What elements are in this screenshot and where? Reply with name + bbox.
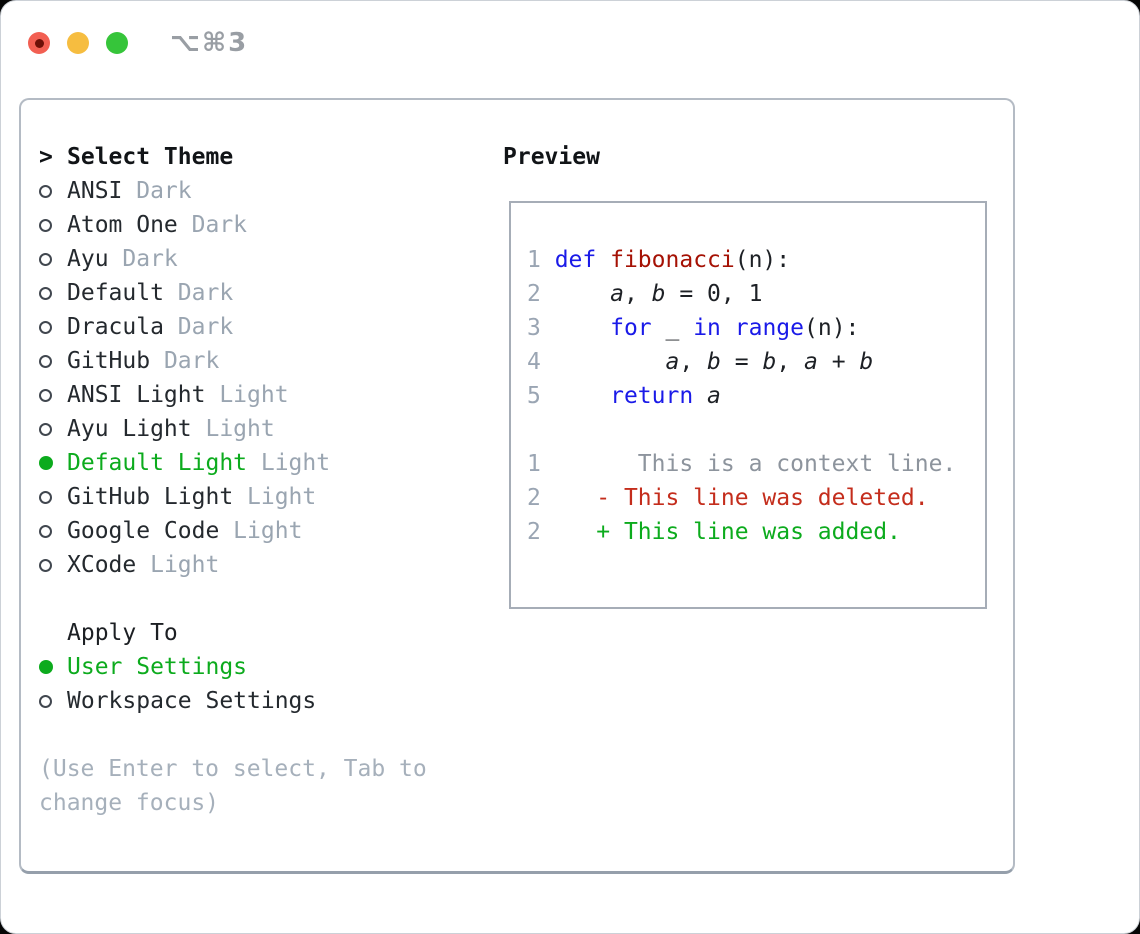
cursor-icon: > [39,144,53,170]
preview-title: Preview [503,144,600,170]
option-label: XCode [67,552,137,578]
apply-to-header: Apply To [39,616,501,650]
theme-option[interactable]: GitHub Light Light [39,480,501,514]
traffic-lights [28,32,128,54]
option-label: Atom One [67,212,178,238]
option-label: GitHub [67,348,151,374]
option-label: Ayu Light [67,416,192,442]
code-line: 3 for _ in range(n): [527,315,860,341]
theme-variant-label: Light [191,416,275,442]
theme-variant-label: Light [136,552,220,578]
code-line: 4 a, b = b, a + b [527,349,874,375]
radio-icon [39,490,52,504]
theme-option[interactable]: Atom One Dark [39,208,501,242]
minimize-button-icon[interactable] [67,32,89,54]
code-line [527,413,985,447]
option-label: Ayu [67,246,109,272]
theme-option[interactable]: XCode Light [39,548,501,582]
option-label: Default [67,280,164,306]
theme-option[interactable]: Default Light Light [39,446,501,480]
radio-icon [39,252,52,266]
theme-select-header-label: Select Theme [67,144,234,170]
close-button-icon[interactable] [28,32,50,54]
apply-to-option[interactable]: Workspace Settings [39,684,501,718]
radio-icon [39,524,52,538]
apply-to-option[interactable]: User Settings [39,650,501,684]
radio-selected-icon [39,660,53,674]
theme-variant-label: Dark [150,348,220,374]
theme-variant-label: Dark [163,280,234,306]
theme-option[interactable]: Google Code Light [39,514,501,548]
theme-option[interactable]: ANSI Dark [39,174,501,208]
preview-box: 1 def fibonacci(n): 2 a, b = 0, 1 3 for _ … [509,201,987,609]
close-dot-icon [34,38,44,48]
theme-variant-label: Dark [108,246,178,272]
apply-to-header-label: Apply To [67,620,178,646]
code-line: 2 + This line was added. [527,519,901,545]
radio-icon [39,558,52,572]
code-line: 2 a, b = 0, 1 [527,281,763,307]
radio-icon [39,320,52,334]
theme-select-header: > Select Theme [39,140,501,174]
option-label: GitHub Light [67,484,234,510]
theme-variant-label: Light [205,382,289,408]
theme-variant-label: Light [247,450,331,476]
code-line: 1 def fibonacci(n): [527,247,791,273]
code-line: 1 This is a context line. [527,451,957,477]
theme-option[interactable]: Dracula Dark [39,310,501,344]
theme-variant-label: Light [233,484,317,510]
option-label: Default Light [67,450,248,476]
radio-selected-icon [39,456,53,470]
theme-variant-label: Light [219,518,303,544]
option-label: Google Code [67,518,220,544]
theme-option[interactable]: Ayu Light Light [39,412,501,446]
radio-icon [39,354,52,368]
theme-option[interactable]: GitHub Dark [39,344,501,378]
option-label: ANSI [67,178,123,204]
theme-variant-label: Dark [122,178,192,204]
theme-option[interactable]: Default Dark [39,276,501,310]
theme-option[interactable]: Ayu Dark [39,242,501,276]
radio-icon [39,218,52,232]
radio-icon [39,184,52,198]
option-label: User Settings [67,654,248,680]
keyboard-hint: (Use Enter to select, Tab to change focu… [39,756,427,816]
theme-option[interactable]: ANSI Light Light [39,378,501,412]
theme-variant-label: Dark [177,212,248,238]
radio-icon [39,422,52,436]
code-preview: 1 def fibonacci(n): 2 a, b = 0, 1 3 for _ … [527,243,985,549]
zoom-button-icon[interactable] [106,32,128,54]
code-line: 2 - This line was deleted. [527,485,929,511]
theme-variant-label: Dark [163,314,234,340]
radio-icon [39,388,52,402]
window-title: ⌥⌘3 [170,28,249,58]
radio-icon [39,286,52,300]
code-line: 5 return a [527,383,721,409]
radio-icon [39,694,52,708]
option-label: ANSI Light [67,382,206,408]
titlebar: ⌥⌘3 [28,28,248,58]
option-label: Workspace Settings [67,688,317,714]
option-label: Dracula [67,314,164,340]
